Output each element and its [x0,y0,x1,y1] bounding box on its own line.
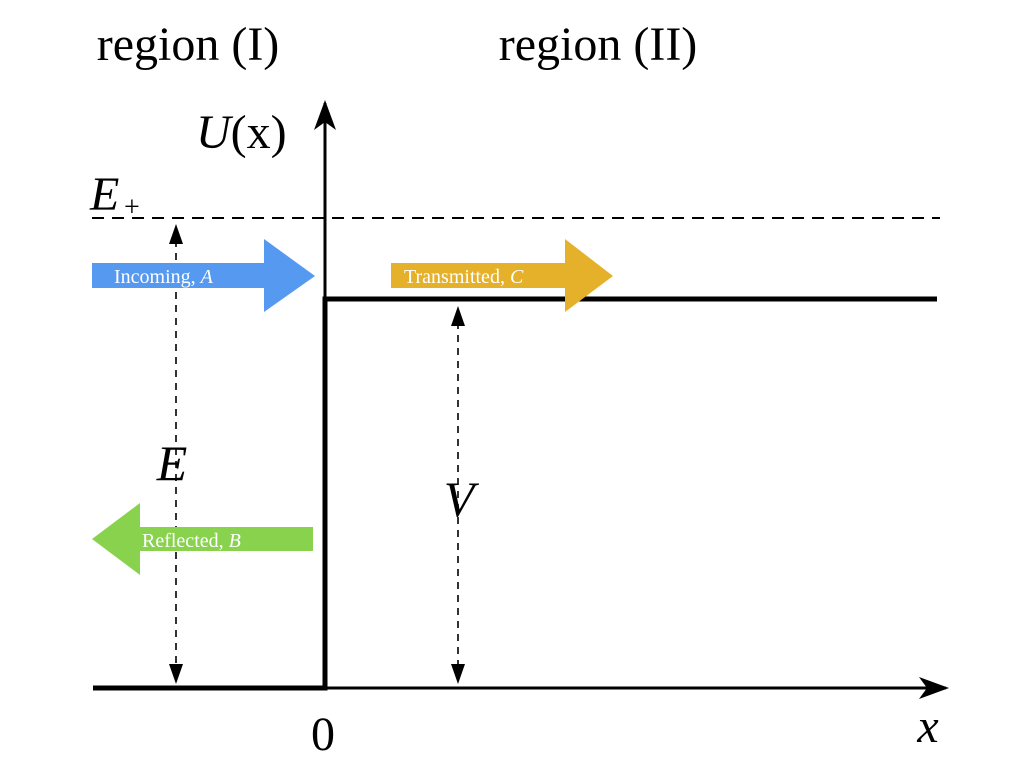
energy-level-symbol: E [89,168,119,221]
incoming-wave-arrow [92,239,315,312]
E-arrowhead-top [169,224,183,244]
x-axis-label: x [916,700,938,753]
V-arrowhead-top [451,306,465,326]
y-axis-func: U [196,106,234,159]
transmitted-wave-arrow [391,239,613,312]
E-label: E [156,435,188,491]
transmitted-text: Transmitted, [404,266,510,288]
V-label: V [444,471,480,527]
incoming-arrow-label: Incoming, A [114,266,214,288]
V-arrowhead-bottom [451,664,465,684]
reflected-coefficient: B [229,530,241,552]
incoming-text: Incoming, [114,266,201,288]
E-arrowhead-bottom [169,664,183,684]
reflected-arrow-label: Reflected, B [142,530,241,552]
potential-step-line [93,296,937,691]
y-axis-arg: (x) [231,106,287,159]
reflected-text: Reflected, [142,530,229,552]
transmitted-coefficient: C [510,266,524,288]
y-axis-label: U(x) [196,106,287,159]
incoming-coefficient: A [199,266,214,288]
region-1-label: region (I) [97,18,280,71]
energy-level-subscript: + [124,192,140,223]
origin-label: 0 [311,708,335,761]
transmitted-arrow-label: Transmitted, C [404,266,524,288]
region-2-label: region (II) [499,18,698,71]
reflected-wave-arrow [92,503,313,575]
